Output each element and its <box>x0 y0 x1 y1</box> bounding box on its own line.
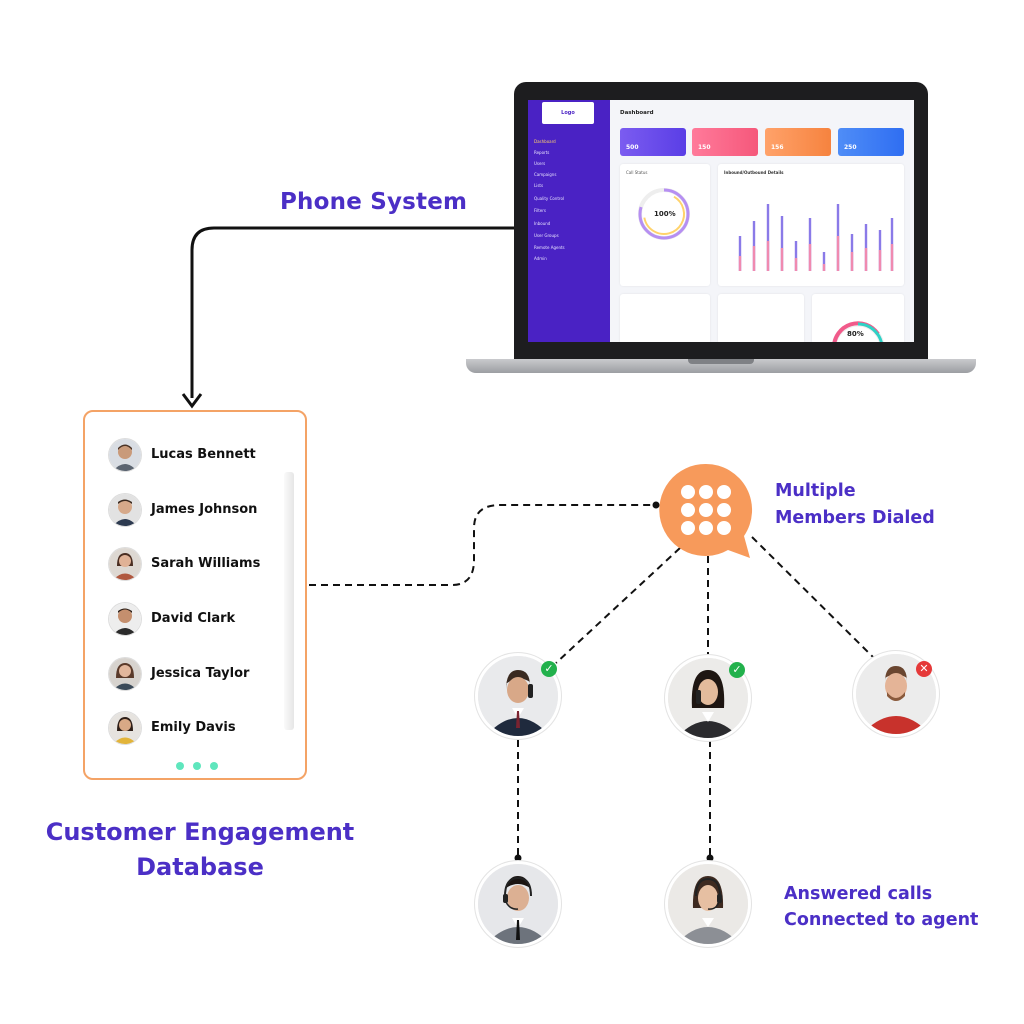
contact-avatar <box>109 439 141 471</box>
contact-row[interactable]: David Clark <box>109 603 279 639</box>
stat-card: 500 <box>620 128 686 156</box>
pagination-dot[interactable] <box>210 762 218 770</box>
multiple-members-label: Multiple Members Dialed <box>775 478 935 532</box>
performance-gauge <box>832 321 884 342</box>
agent-businesswoman-on-phone <box>668 658 748 738</box>
database-label: Customer Engagement Database <box>40 815 360 885</box>
dash-menu-item: Lists <box>534 183 544 188</box>
contact-name: Sarah Williams <box>151 556 261 571</box>
dash-menu-item: Filters <box>534 208 546 213</box>
dash-menu-item: Admin <box>534 256 547 261</box>
contact-avatar <box>109 603 141 635</box>
call-status-value: 100% <box>654 210 676 218</box>
phone-to-database-line <box>190 226 514 398</box>
database-scrollbar[interactable] <box>284 472 294 730</box>
close-icon: ✕ <box>916 661 932 677</box>
keypad-icon <box>659 463 753 558</box>
mini-bar-chart <box>738 204 894 271</box>
dashboard-sidebar: Logo Dashboard Reports Users Campaigns L… <box>528 100 610 342</box>
bottom-panel-1 <box>620 294 710 342</box>
multiple-members-line2: Members Dialed <box>775 508 935 528</box>
check-icon: ✓ <box>541 661 557 677</box>
dashboard-title: Dashboard <box>620 110 654 116</box>
check-icon: ✓ <box>729 662 745 678</box>
dash-menu-item: Inbound <box>534 221 551 226</box>
stat-value: 500 <box>626 144 639 151</box>
performance-value: 80% <box>847 330 864 338</box>
dialer-to-agent1-line <box>555 547 681 664</box>
contact-name: James Johnson <box>151 502 258 517</box>
chart-title: Inbound/Outbound Details <box>724 170 784 175</box>
agent-man-headset <box>478 864 558 944</box>
pagination-dot[interactable] <box>176 762 184 770</box>
customer-database-card: Lucas Bennett James Johnson Sarah Willia… <box>83 410 307 780</box>
contact-avatar <box>109 712 141 744</box>
answered-label-line2: Connected to agent <box>784 910 979 930</box>
laptop-base <box>466 359 976 373</box>
database-to-dialer-line <box>309 504 656 586</box>
contact-row[interactable]: Jessica Taylor <box>109 658 279 694</box>
dash-menu-item: Dashboard <box>534 139 556 144</box>
dash-menu-item: Reports <box>534 150 550 155</box>
dash-menu-item: Campaigns <box>534 172 557 177</box>
arrow-head <box>181 393 203 409</box>
agent-woman-headset <box>668 864 748 944</box>
contact-name: Emily Davis <box>151 720 236 735</box>
call-status-gauge <box>638 188 690 240</box>
stat-card: 156 <box>765 128 831 156</box>
contact-avatar <box>109 494 141 526</box>
contact-name: Jessica Taylor <box>151 666 250 681</box>
pagination-dot[interactable] <box>193 762 201 770</box>
dashboard-screenshot: Logo Dashboard Reports Users Campaigns L… <box>528 100 914 342</box>
stat-value: 156 <box>771 144 784 151</box>
answered-label-line1: Answered calls <box>784 884 933 904</box>
dash-menu-item: Users <box>534 161 546 166</box>
multiple-members-line1: Multiple <box>775 481 856 501</box>
bottom-panel-2 <box>718 294 804 342</box>
stat-value: 150 <box>698 144 711 151</box>
database-label-line1: Customer Engagement <box>45 818 355 846</box>
contact-name: David Clark <box>151 611 236 626</box>
answered-calls-label: Answered calls Connected to agent <box>784 881 978 933</box>
stat-value: 250 <box>844 144 857 151</box>
stat-card: 150 <box>692 128 758 156</box>
call-status-title: Call Status <box>626 170 648 175</box>
dialer-to-agent3-line <box>751 536 877 661</box>
dashboard-logo: Logo <box>542 102 594 124</box>
contact-avatar <box>109 548 141 580</box>
call-status-panel: Call Status 100% <box>620 164 710 286</box>
contact-row[interactable]: Lucas Bennett <box>109 439 279 475</box>
performance-panel: 80% <box>812 294 904 342</box>
dash-menu-item: Quality Control <box>534 196 565 201</box>
contact-row[interactable]: James Johnson <box>109 494 279 530</box>
phone-system-label: Phone System <box>280 189 468 215</box>
stat-card: 250 <box>838 128 904 156</box>
dash-menu-item: User Groups <box>534 233 559 238</box>
dash-menu-item: Remote Agents <box>534 245 565 250</box>
contact-avatar <box>109 658 141 690</box>
contact-row[interactable]: Sarah Williams <box>109 548 279 584</box>
database-label-line2: Database <box>136 853 264 881</box>
laptop-notch <box>688 359 754 364</box>
inbound-outbound-panel: Inbound/Outbound Details <box>718 164 904 286</box>
contact-name: Lucas Bennett <box>151 447 256 462</box>
contact-row[interactable]: Emily Davis <box>109 712 279 748</box>
